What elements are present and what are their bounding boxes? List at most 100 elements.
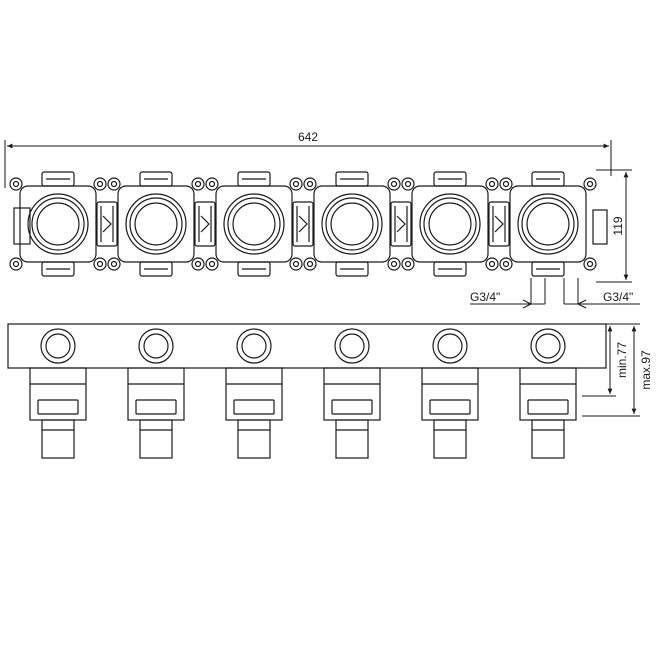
front-outer-ring bbox=[334, 328, 370, 364]
connector-mark bbox=[494, 215, 504, 233]
mount-hole bbox=[96, 180, 104, 188]
overall-width-label: 642 bbox=[298, 130, 318, 144]
connector-mark bbox=[102, 215, 112, 233]
mount-lug bbox=[583, 257, 597, 271]
front-spindle bbox=[139, 419, 173, 459]
left-stub bbox=[13, 207, 31, 245]
middle-ring bbox=[227, 197, 281, 251]
module-top bbox=[303, 171, 401, 277]
front-bar bbox=[7, 323, 607, 369]
mount-lug bbox=[303, 257, 317, 271]
front-spindle bbox=[41, 419, 75, 459]
connector-body bbox=[488, 201, 510, 247]
module-top bbox=[107, 171, 205, 277]
mount-lug bbox=[191, 177, 205, 191]
mount-lug bbox=[93, 257, 107, 271]
overall-width-dimension bbox=[4, 140, 612, 188]
thread-left-label: G3/4" bbox=[470, 290, 500, 304]
module-connector bbox=[390, 201, 412, 247]
front-inner-ring bbox=[535, 333, 561, 359]
outer-ring bbox=[27, 193, 89, 255]
front-inner-ring bbox=[339, 333, 365, 359]
height-dimension bbox=[596, 169, 632, 283]
front-badge bbox=[37, 399, 79, 415]
top-boss bbox=[237, 171, 271, 187]
module-connector bbox=[96, 201, 118, 247]
connector-body bbox=[194, 201, 216, 247]
inner-ring bbox=[134, 202, 178, 246]
mount-hole bbox=[194, 260, 202, 268]
module-body bbox=[411, 185, 489, 263]
front-outer-ring bbox=[236, 328, 272, 364]
thread-callouts bbox=[470, 278, 640, 309]
mount-hole bbox=[502, 260, 510, 268]
top-boss bbox=[41, 171, 75, 187]
bottom-boss bbox=[335, 261, 369, 277]
module-top bbox=[499, 171, 597, 277]
middle-ring bbox=[521, 197, 575, 251]
top-boss bbox=[531, 171, 565, 187]
connector-body bbox=[390, 201, 412, 247]
connector-mark bbox=[396, 215, 406, 233]
middle-ring bbox=[31, 197, 85, 251]
mount-lug bbox=[499, 177, 513, 191]
top-modules bbox=[9, 171, 597, 277]
mount-lug bbox=[485, 257, 499, 271]
mount-hole bbox=[12, 180, 20, 188]
mount-lug bbox=[401, 177, 415, 191]
depth-min-label: min.77 bbox=[615, 342, 629, 378]
front-outer-ring bbox=[432, 328, 468, 364]
mount-lug bbox=[107, 177, 121, 191]
front-view bbox=[7, 323, 607, 459]
mount-hole bbox=[96, 260, 104, 268]
mount-lug bbox=[9, 177, 23, 191]
front-outer-ring bbox=[40, 328, 76, 364]
mount-hole bbox=[292, 180, 300, 188]
top-view bbox=[9, 171, 608, 277]
mount-lug bbox=[191, 257, 205, 271]
outer-ring bbox=[419, 193, 481, 255]
mount-hole bbox=[586, 260, 594, 268]
front-inner-ring bbox=[241, 333, 267, 359]
mount-lug bbox=[499, 257, 513, 271]
module-connector bbox=[194, 201, 216, 247]
mount-hole bbox=[110, 180, 118, 188]
connector-body bbox=[292, 201, 314, 247]
mount-lug bbox=[93, 177, 107, 191]
depth-dimensions bbox=[582, 323, 640, 417]
bottom-boss bbox=[433, 261, 467, 277]
mount-lug bbox=[289, 177, 303, 191]
front-badge bbox=[331, 399, 373, 415]
connector-mark bbox=[298, 215, 308, 233]
top-boss bbox=[433, 171, 467, 187]
mount-hole bbox=[208, 180, 216, 188]
mount-lug bbox=[9, 257, 23, 271]
module-connector bbox=[488, 201, 510, 247]
module-top bbox=[9, 171, 107, 277]
inner-ring bbox=[428, 202, 472, 246]
mount-hole bbox=[404, 260, 412, 268]
mount-hole bbox=[194, 180, 202, 188]
top-boss bbox=[139, 171, 173, 187]
module-front bbox=[225, 328, 283, 459]
front-inner-ring bbox=[45, 333, 71, 359]
mount-hole bbox=[306, 260, 314, 268]
mount-lug bbox=[485, 177, 499, 191]
inner-ring bbox=[526, 202, 570, 246]
front-badge bbox=[233, 399, 275, 415]
connector-body bbox=[96, 201, 118, 247]
top-boss bbox=[335, 171, 369, 187]
mount-hole bbox=[390, 180, 398, 188]
depth-max-label: max.97 bbox=[639, 350, 653, 390]
module-connector bbox=[292, 201, 314, 247]
front-badge bbox=[527, 399, 569, 415]
bottom-boss bbox=[41, 261, 75, 277]
mount-hole bbox=[586, 180, 594, 188]
front-outer-ring bbox=[138, 328, 174, 364]
front-outer-ring bbox=[530, 328, 566, 364]
mount-hole bbox=[488, 260, 496, 268]
mount-hole bbox=[488, 180, 496, 188]
outer-ring bbox=[125, 193, 187, 255]
mount-hole bbox=[306, 180, 314, 188]
module-top bbox=[205, 171, 303, 277]
